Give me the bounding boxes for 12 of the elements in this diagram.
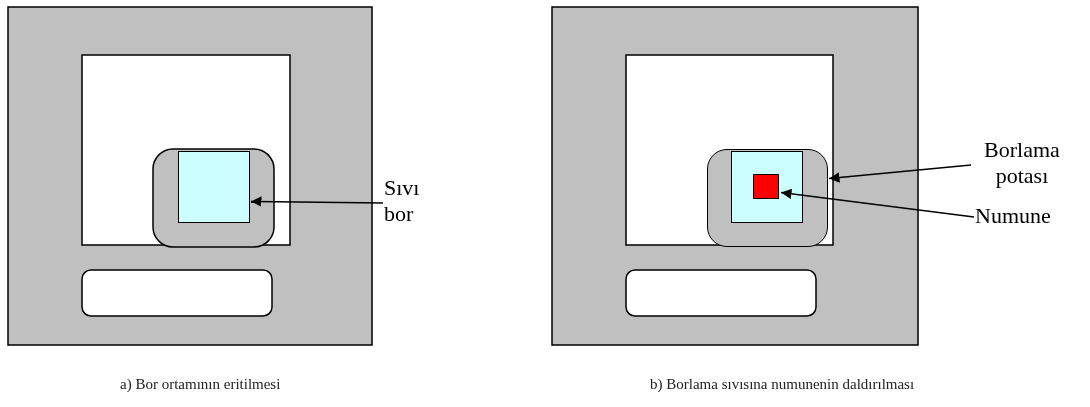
figure-caption: b) Borlama sıvısına numunenin daldırılması (650, 376, 915, 393)
callout-label: Borlama potası (972, 137, 1072, 193)
leader-arrow (828, 164, 972, 183)
figure-caption: a) Bor ortamının eritilmesi (120, 376, 281, 393)
liquid-boron (178, 151, 250, 223)
leader-arrow (250, 196, 384, 207)
callout-label: Numune (975, 203, 1070, 231)
callout-label: Sıvı bor (384, 175, 444, 231)
liquid-boron (730, 150, 803, 223)
crucible (707, 149, 828, 247)
sample (753, 174, 779, 199)
leader-arrow (780, 188, 975, 218)
